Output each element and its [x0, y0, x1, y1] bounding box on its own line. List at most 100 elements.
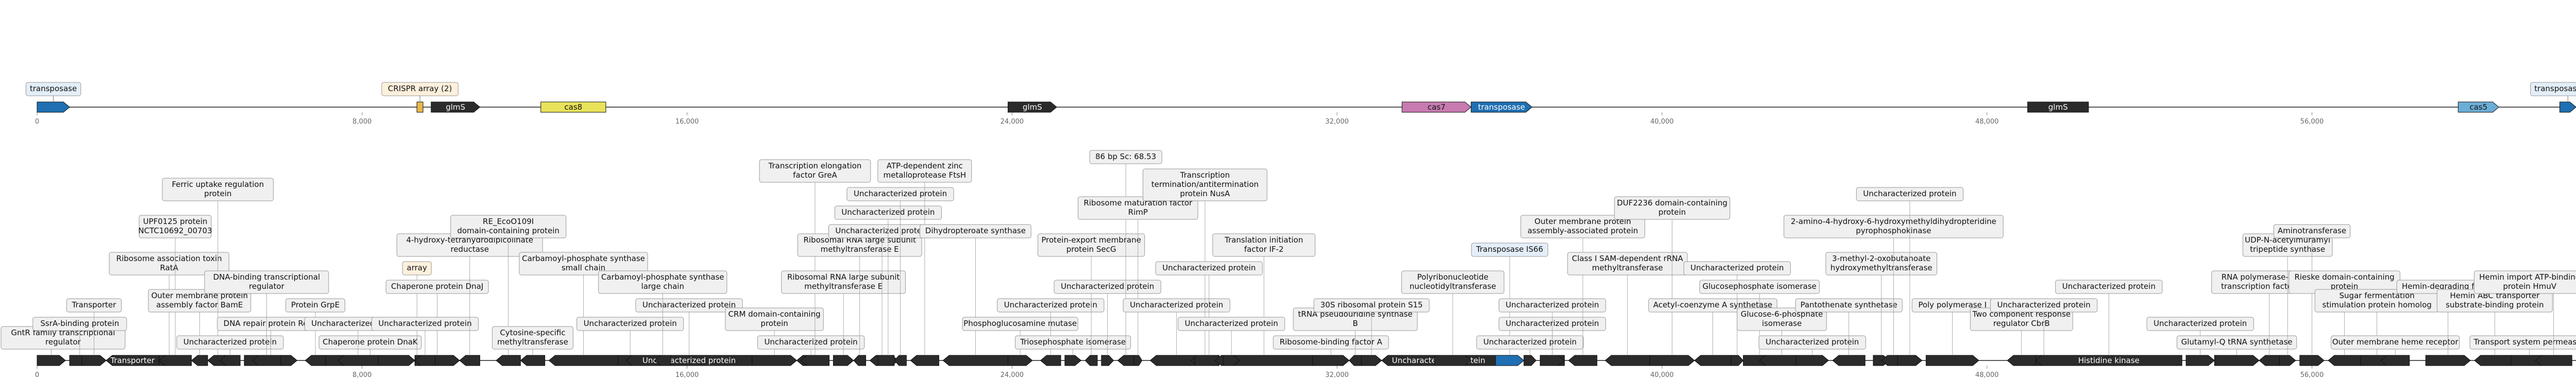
bottom-gene-arrow[interactable] — [1084, 355, 1098, 366]
top-gene-arrow[interactable] — [2027, 101, 2089, 113]
axis-tick-label: 56,000 — [2300, 118, 2324, 126]
bottom-gene-arrow[interactable] — [219, 355, 241, 366]
feature-label-box — [1089, 150, 1162, 164]
bottom-gene-arrow[interactable] — [1223, 355, 1240, 366]
bottom-gene-arrow[interactable] — [1604, 355, 1650, 366]
bottom-gene-arrow[interactable] — [1214, 355, 1313, 366]
axis-tick-label: 24,000 — [1001, 118, 1024, 126]
bottom-gene-arrow[interactable] — [191, 355, 208, 366]
feature-label: Uncharacterized protein — [1162, 263, 1256, 272]
bottom-gene-arrow[interactable] — [2380, 355, 2410, 366]
bottom-gene-arrow[interactable] — [1795, 355, 1829, 366]
top-gene-arrow[interactable] — [431, 101, 481, 113]
bottom-gene-arrow[interactable] — [1495, 355, 1524, 366]
bottom-gene-arrow[interactable] — [1133, 355, 1143, 366]
bottom-gene-arrow[interactable] — [1007, 355, 1033, 366]
feature-label-box — [1313, 298, 1430, 313]
bottom-gene-arrow[interactable] — [106, 355, 160, 366]
bottom-gene-arrow[interactable] — [2007, 355, 2036, 366]
bottom-gene-arrow[interactable] — [81, 355, 107, 366]
bottom-gene-arrow[interactable] — [1040, 355, 1061, 366]
top-gene-arrow[interactable] — [2559, 101, 2576, 113]
bottom-gene-arrow[interactable] — [1649, 355, 1695, 366]
feature-label-box — [2469, 335, 2576, 350]
feature-label-box — [1038, 233, 1145, 257]
bottom-gene-arrow[interactable] — [2214, 355, 2260, 366]
bottom-gene-arrow[interactable] — [2279, 355, 2296, 366]
bottom-gene-arrow[interactable] — [2185, 355, 2215, 366]
bottom-gene-arrow[interactable] — [1539, 355, 1565, 366]
bottom-gene-arrow[interactable] — [1101, 355, 1114, 366]
feature-label: Uncharacterized protein — [1004, 300, 1097, 309]
bottom-gene-arrow[interactable] — [1523, 355, 1537, 366]
bottom-gene-arrow[interactable] — [2425, 355, 2471, 366]
top-gene-arrow[interactable] — [540, 101, 606, 113]
feature-label-box — [492, 326, 573, 350]
feature-label: Uncharacterized protein — [841, 208, 935, 217]
bottom-gene-arrow[interactable] — [414, 355, 436, 366]
bottom-gene-arrow[interactable] — [2299, 355, 2325, 366]
feature-label: Uncharacterized protein — [2062, 282, 2156, 291]
feature-label-box — [846, 187, 954, 201]
bottom-gene-arrow[interactable] — [2035, 355, 2182, 366]
bottom-gene-arrow[interactable] — [337, 355, 379, 366]
feature-label: 2-amino-4-hydroxy-6-hydroxymethyldihydro… — [1791, 217, 1996, 235]
bottom-gene-arrow[interactable] — [1349, 355, 1362, 366]
bottom-gene-arrow[interactable] — [894, 355, 907, 366]
gene-inner-label: cas7 — [1428, 102, 1446, 112]
bottom-gene-arrow[interactable] — [1925, 355, 1979, 366]
top-gene-arrow[interactable] — [37, 101, 70, 113]
top-gene-arrow[interactable] — [2458, 101, 2499, 113]
bottom-gene-arrow[interactable] — [2259, 355, 2280, 366]
bottom-gene-arrow[interactable] — [654, 355, 671, 366]
top-gene-arrow[interactable] — [1470, 101, 1533, 113]
bottom-gene-arrow[interactable] — [158, 355, 192, 366]
feature-label: transposase — [2534, 84, 2576, 93]
bottom-gene-arrow[interactable] — [877, 355, 899, 366]
bottom-gene-arrow[interactable] — [548, 355, 619, 366]
bottom-gene-arrow[interactable] — [910, 355, 939, 366]
bottom-gene-arrow[interactable] — [1832, 355, 1866, 366]
axis-tick-label: 40,000 — [1650, 118, 1674, 126]
bottom-gene-arrow[interactable] — [2474, 355, 2516, 366]
bottom-gene-arrow[interactable] — [304, 355, 326, 366]
bottom-gene-arrow[interactable] — [752, 355, 798, 366]
bottom-gene-arrow[interactable] — [1361, 355, 1382, 366]
bottom-gene-arrow[interactable] — [800, 355, 830, 366]
bottom-gene-arrow[interactable] — [496, 355, 521, 366]
top-gene-arrow[interactable] — [1007, 101, 1057, 113]
bottom-gene-arrow[interactable] — [1731, 355, 1744, 366]
bottom-gene-arrow[interactable] — [252, 355, 281, 366]
feature-label: Triosephosphate isomerase — [1020, 337, 1126, 347]
bottom-gene-arrow[interactable] — [1064, 355, 1082, 366]
bottom-gene-arrow[interactable] — [2328, 355, 2361, 366]
bottom-gene-arrow[interactable] — [37, 355, 66, 366]
top-gene-arrow[interactable] — [1401, 101, 1472, 113]
feature-label-box — [109, 252, 229, 275]
bottom-gene-arrow[interactable] — [1117, 355, 1134, 366]
top-gene-arrow[interactable] — [416, 101, 423, 113]
axis-tick-label: 8,000 — [352, 118, 371, 126]
gene-inner-label: Transporter — [110, 356, 155, 365]
bottom-gene-arrow[interactable] — [1897, 355, 1923, 366]
feature-label: Uncharacterized protein — [764, 337, 857, 347]
feature-label-box — [1155, 261, 1263, 275]
feature-label-box — [32, 317, 127, 331]
bottom-gene-arrow[interactable] — [1434, 355, 1472, 366]
bottom-gene-arrow[interactable] — [2535, 355, 2572, 366]
bottom-gene-arrow[interactable] — [1694, 355, 1732, 366]
bottom-gene-arrow[interactable] — [1312, 355, 1350, 366]
axis-tick-label: 48,000 — [1975, 118, 1999, 126]
bottom-gene-arrow[interactable] — [1568, 355, 1598, 366]
bottom-gene-arrow[interactable] — [853, 355, 866, 366]
bottom-gene-arrow[interactable] — [459, 355, 480, 366]
feature-label-box — [2146, 317, 2254, 331]
gene-inner-label: glmS — [1023, 102, 1042, 112]
bottom-gene-arrow[interactable] — [942, 355, 1008, 366]
bottom-gene-arrow[interactable] — [833, 355, 854, 366]
bottom-gene-arrow[interactable] — [520, 355, 546, 366]
